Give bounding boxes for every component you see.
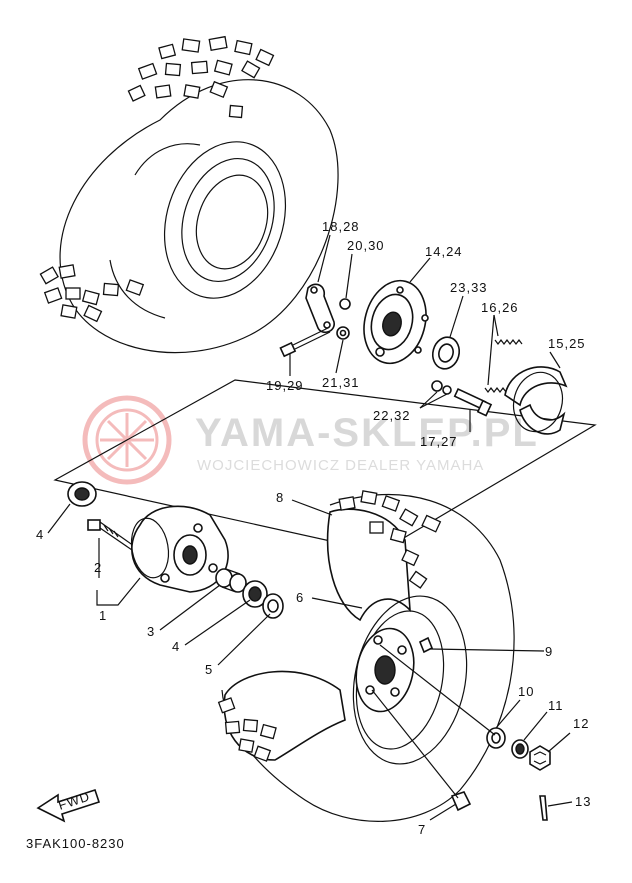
- watermark: YAMA-SKLEP.PL WOJCIECHOWICZ DEALER YAMAH…: [82, 395, 539, 485]
- spacer-3: [215, 568, 247, 593]
- figure-code: 3FAK100-8230: [26, 836, 125, 851]
- label-15-25: 15,25: [548, 336, 586, 351]
- label-18-28: 18,28: [322, 219, 360, 234]
- watermark-brand: YAMA-SKLEP.PL: [195, 411, 539, 455]
- axle-hardware: [450, 727, 551, 821]
- label-3: 3: [147, 624, 155, 639]
- upper-tire-tread: [39, 35, 275, 323]
- label-11: 11: [548, 698, 564, 713]
- label-9: 9: [545, 644, 553, 659]
- label-6: 6: [296, 590, 304, 605]
- label-13: 13: [575, 794, 591, 809]
- label-2: 2: [94, 560, 102, 575]
- fwd-arrow-icon: FWD: [36, 789, 101, 823]
- leader-lines: [47, 234, 573, 821]
- label-19-29: 19,29: [266, 378, 304, 393]
- label-14-24: 14,24: [425, 244, 463, 259]
- label-12: 12: [573, 716, 589, 731]
- lower-wheel: [217, 490, 515, 822]
- hub-parts: [67, 481, 284, 619]
- label-8: 8: [276, 490, 284, 505]
- bolt-19-29: [279, 327, 331, 358]
- label-10: 10: [518, 684, 534, 699]
- label-20-30: 20,30: [347, 238, 385, 253]
- bolt-2: [87, 519, 135, 551]
- axle-nut-12: [529, 745, 551, 771]
- washer-22-32: [431, 380, 443, 392]
- label-22-32: 22,32: [373, 408, 411, 423]
- part-labels: 18,28 20,30 14,24 23,33 16,26 15,25 19,2…: [36, 219, 591, 837]
- label-7: 7: [418, 822, 426, 837]
- label-21-31: 21,31: [322, 375, 360, 390]
- label-4-lower: 4: [172, 639, 180, 654]
- tire-cutaway-upper: [326, 508, 411, 622]
- brake-shoe-plate: [363, 279, 429, 365]
- wheel-hub-drum: [130, 505, 229, 593]
- watermark-subtitle: WOJCIECHOWICZ DEALER YAMAHA: [197, 457, 484, 474]
- brake-parts: [279, 279, 568, 435]
- nut-20-30: [339, 298, 351, 310]
- valve-9: [418, 636, 434, 654]
- cotter-pin-13: [539, 795, 548, 821]
- label-4-upper: 4: [36, 527, 44, 542]
- label-5: 5: [205, 662, 213, 677]
- label-16-26: 16,26: [481, 300, 519, 315]
- brake-cam-shaft: [453, 387, 493, 417]
- brake-cam-lever: [305, 283, 335, 334]
- label-1: 1: [99, 608, 107, 623]
- lower-tire-tread: [217, 490, 442, 762]
- tire-cutaway-lower: [223, 670, 346, 761]
- brake-shoes: [504, 366, 568, 435]
- label-17-27: 17,27: [420, 434, 458, 449]
- label-23-33: 23,33: [450, 280, 488, 295]
- upper-tire: [39, 35, 339, 354]
